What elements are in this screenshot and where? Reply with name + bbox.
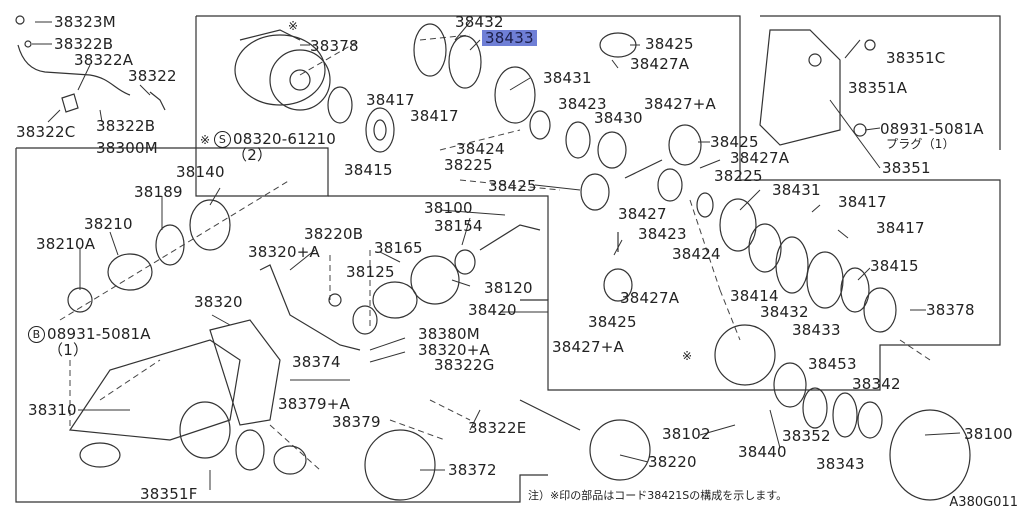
label-38424-mid: 38424	[672, 245, 721, 263]
label-38322B-low: 38322B	[96, 117, 156, 135]
label-38417-b: 38417	[410, 107, 459, 125]
label-38420: 38420	[468, 301, 517, 319]
label-38453: 38453	[808, 355, 857, 373]
label-38417-a: 38417	[366, 91, 415, 109]
label-38414: 38414	[730, 287, 779, 305]
label-38100-top: 38100	[424, 199, 473, 217]
label-38351: 38351	[882, 159, 931, 177]
label-38372: 38372	[448, 461, 497, 479]
label-38378-top: 38378	[310, 37, 359, 55]
label-38427A-mid: 38427A	[730, 149, 790, 167]
label-38427: 38427	[618, 205, 667, 223]
label-38140: 38140	[176, 163, 225, 181]
label-38433-mid: 38433	[792, 321, 841, 339]
label-38427plusA-low: 38427+A	[552, 338, 624, 356]
label-38100-low: 38100	[964, 425, 1013, 443]
label-38320plusA-a: 38320+A	[248, 243, 320, 261]
label-38323M: 38323M	[54, 13, 116, 31]
frame-outline	[15, 148, 548, 503]
label-38322C: 38322C	[16, 123, 76, 141]
label-38154: 38154	[434, 217, 483, 235]
label-38432-top: 38432	[455, 13, 504, 31]
label-38322E: 38322E	[468, 419, 527, 437]
label-08931-top: 08931-5081A	[880, 120, 984, 138]
star-mark-left: ※	[200, 133, 211, 147]
label-38423-top: 38423	[558, 95, 607, 113]
label-38225-mid: 38225	[714, 167, 763, 185]
label-38102: 38102	[662, 425, 711, 443]
label-38165: 38165	[374, 239, 423, 257]
label-38423-mid: 38423	[638, 225, 687, 243]
label-38425-top: 38425	[645, 35, 694, 53]
circle-mark-s: S	[214, 131, 231, 148]
rear-cover-shape	[759, 29, 841, 146]
label-38210: 38210	[84, 215, 133, 233]
label-38417-c: 38417	[838, 193, 887, 211]
label-08320-qty: （2）	[232, 146, 273, 164]
label-38380M: 38380M	[418, 325, 480, 343]
label-08931-low-text: 08931-5081A	[47, 325, 151, 343]
diagram-code: A380G011	[949, 495, 1018, 510]
label-38322G: 38322G	[434, 356, 495, 374]
label-38427plusA-top: 38427+A	[644, 95, 716, 113]
frame-top	[196, 15, 741, 30]
label-38432-mid: 38432	[760, 303, 809, 321]
label-38425-low: 38425	[588, 313, 637, 331]
label-38310: 38310	[28, 401, 77, 419]
housing-shape	[68, 339, 241, 468]
label-38374: 38374	[292, 353, 341, 371]
label-38220: 38220	[648, 453, 697, 471]
label-38417-d: 38417	[876, 219, 925, 237]
label-38322A: 38322A	[74, 51, 134, 69]
label-38431-top: 38431	[543, 69, 592, 87]
label-38425-mid: 38425	[710, 133, 759, 151]
label-38300M: 38300M	[96, 139, 158, 157]
star-mark-mid: ※	[682, 349, 693, 363]
frame-cover	[760, 15, 1001, 150]
label-38322B-top: 38322B	[54, 35, 114, 53]
label-38125: 38125	[346, 263, 395, 281]
label-38425-left: 38425	[488, 177, 537, 195]
diff-case-shape	[234, 29, 331, 111]
label-38431-mid: 38431	[772, 181, 821, 199]
label-08931-low-qty: （1）	[48, 341, 89, 359]
label-38351F: 38351F	[140, 485, 198, 503]
frame-right	[520, 30, 1001, 391]
label-38120: 38120	[484, 279, 533, 297]
label-38433-top-highlighted[interactable]: 38433	[482, 30, 537, 46]
label-plug-qty: プラグ（1）	[886, 137, 955, 151]
label-38320: 38320	[194, 293, 243, 311]
label-38440: 38440	[738, 443, 787, 461]
footnote: 注）※印の部品はコード38421Sの構成を示します。	[528, 489, 788, 502]
star-mark-top: ※	[288, 19, 299, 33]
label-38342: 38342	[852, 375, 901, 393]
circle-mark-b: B	[28, 326, 45, 343]
label-38427A-top: 38427A	[630, 55, 690, 73]
label-38210A: 38210A	[36, 235, 96, 253]
label-38189: 38189	[134, 183, 183, 201]
label-38351C: 38351C	[886, 49, 946, 67]
label-38225-top: 38225	[444, 156, 493, 174]
label-38320plusA-b: 38320+A	[418, 341, 490, 359]
label-38352: 38352	[782, 427, 831, 445]
label-38424-top: 38424	[456, 140, 505, 158]
label-38430: 38430	[594, 109, 643, 127]
label-38343: 38343	[816, 455, 865, 473]
label-38427A-low: 38427A	[620, 289, 680, 307]
frame-inner-left	[328, 195, 549, 300]
label-38322: 38322	[128, 67, 177, 85]
label-38379plusA: 38379+A	[278, 395, 350, 413]
label-38415-top: 38415	[344, 161, 393, 179]
label-08320-text: 08320-61210	[233, 130, 337, 148]
label-38220B: 38220B	[304, 225, 364, 243]
label-38415-mid: 38415	[870, 257, 919, 275]
breather-pipe-shape	[17, 44, 131, 96]
label-38379: 38379	[332, 413, 381, 431]
label-38351A: 38351A	[848, 79, 908, 97]
label-38378-mid: 38378	[926, 301, 975, 319]
